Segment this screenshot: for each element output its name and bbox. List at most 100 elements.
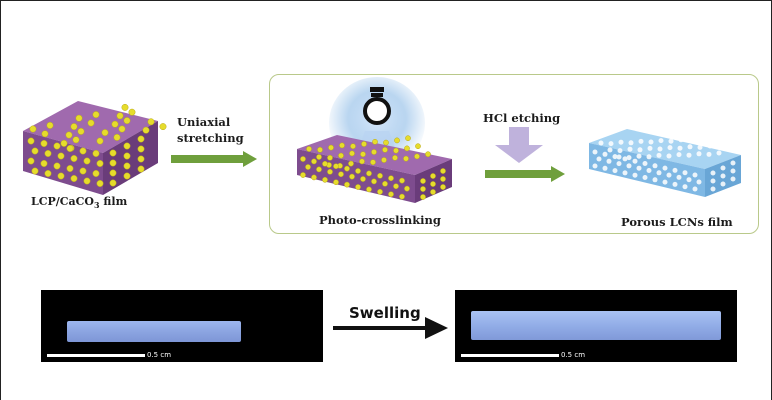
- particle: [668, 138, 674, 144]
- particle: [72, 136, 80, 144]
- particle: [720, 173, 726, 179]
- particle: [430, 189, 436, 195]
- particle: [686, 177, 692, 183]
- scale-label-left: 0.5 cm: [147, 351, 172, 359]
- particle: [355, 184, 361, 190]
- particle: [123, 152, 131, 160]
- particle: [123, 162, 131, 170]
- particle: [116, 112, 124, 120]
- particle: [632, 172, 638, 178]
- particle: [344, 165, 350, 172]
- particle: [109, 149, 117, 157]
- particle: [75, 114, 83, 122]
- particle: [430, 181, 436, 187]
- particle: [359, 158, 365, 165]
- particle: [672, 167, 678, 173]
- particle: [316, 154, 322, 160]
- particle: [403, 155, 409, 162]
- particle: [109, 159, 117, 167]
- particle: [41, 130, 49, 138]
- porous-film-label: Porous LCNs film: [621, 215, 733, 229]
- particle: [632, 158, 638, 164]
- particle: [696, 151, 702, 157]
- particle: [383, 139, 389, 146]
- particle: [646, 168, 652, 173]
- particle: [366, 186, 372, 193]
- particle: [92, 170, 100, 177]
- particle: [392, 154, 398, 161]
- scale-label-right: 0.5 cm: [561, 351, 586, 359]
- particle: [707, 143, 713, 149]
- particle: [57, 172, 65, 180]
- particle: [53, 162, 61, 170]
- particle: [77, 127, 85, 135]
- particle: [688, 137, 694, 143]
- particle: [316, 166, 322, 173]
- particle: [440, 168, 446, 174]
- swelling-label: Swelling: [349, 304, 421, 322]
- particle: [616, 154, 622, 160]
- lcp-film-label: LCP/CaCO3 film: [31, 195, 128, 211]
- particle: [328, 144, 334, 151]
- particle: [692, 172, 698, 178]
- particle: [377, 172, 383, 179]
- photo-after-swelling: 0.5 cm: [455, 290, 737, 362]
- particle: [327, 154, 333, 161]
- particle: [658, 138, 664, 144]
- particle: [113, 133, 121, 141]
- particle: [612, 154, 618, 160]
- particle: [606, 158, 612, 164]
- photo-before-swelling: 0.5 cm: [41, 290, 323, 362]
- particle: [710, 186, 716, 192]
- particle: [31, 147, 39, 155]
- particle: [123, 142, 131, 150]
- particle: [608, 141, 614, 147]
- particle: [344, 181, 350, 188]
- particle: [371, 149, 377, 155]
- particle: [372, 138, 378, 145]
- particle: [53, 142, 61, 150]
- particle: [111, 120, 119, 128]
- particle: [652, 163, 658, 169]
- particle: [382, 146, 388, 153]
- particle: [440, 184, 446, 190]
- particle: [349, 150, 355, 157]
- photo-crosslinking-label: Photo-crosslinking: [319, 213, 441, 227]
- particle: [626, 155, 632, 161]
- scale-bar-right: [461, 354, 559, 357]
- particle: [682, 184, 688, 190]
- particle: [420, 194, 426, 200]
- hcl-etching-label: HCl etching: [483, 111, 561, 125]
- particle: [677, 145, 683, 151]
- particle: [592, 149, 598, 155]
- particle: [31, 167, 39, 175]
- particle: [27, 157, 35, 165]
- particle: [137, 155, 145, 163]
- particle: [311, 174, 317, 181]
- particle: [687, 144, 693, 150]
- particle: [306, 146, 312, 152]
- particle: [652, 177, 658, 183]
- particle: [692, 186, 698, 192]
- particle: [121, 103, 129, 111]
- particle: [676, 174, 682, 180]
- particle: [636, 165, 642, 171]
- particle: [87, 119, 95, 127]
- particle: [92, 150, 100, 157]
- uniaxial-label: Uniaxial: [177, 115, 231, 129]
- particle: [101, 129, 109, 137]
- particle: [440, 176, 446, 182]
- particle: [420, 178, 426, 184]
- particle: [128, 108, 136, 116]
- hcl-arrow: [495, 127, 543, 163]
- particle: [322, 176, 328, 183]
- particle: [405, 135, 411, 142]
- particle: [137, 135, 145, 143]
- particle: [617, 148, 623, 154]
- scale-bar-left: [47, 354, 145, 357]
- particle: [322, 160, 328, 167]
- particle: [327, 168, 333, 175]
- particle: [716, 150, 722, 156]
- particle: [92, 111, 100, 119]
